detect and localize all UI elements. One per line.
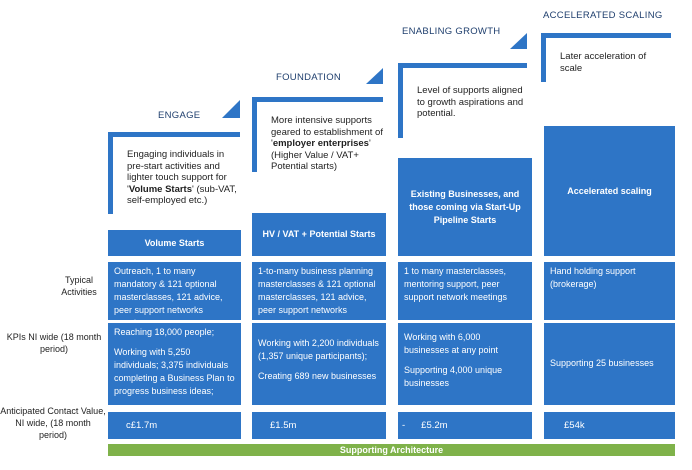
value-cell-existing-businesses: - £5.2m — [398, 412, 532, 439]
value-prefix: - — [402, 420, 406, 431]
kpi-cell-existing-businesses: Working with 6,000 businesses at any poi… — [398, 323, 532, 405]
kpi-cell-hv-vat-starts: Working with 2,200 individuals (1,357 un… — [252, 323, 386, 405]
stage-title-engage: ENGAGE — [158, 110, 201, 121]
arrow-foundation — [366, 68, 383, 84]
stage-title-enabling-growth: ENABLING GROWTH — [402, 26, 501, 37]
stage-description-engage: Engaging individuals in pre-start activi… — [127, 149, 237, 206]
activities-cell-accelerated-scaling: Hand holding support (brokerage) — [544, 262, 675, 320]
stage-description-accelerated-scaling: Later acceleration of scale — [560, 51, 647, 74]
activities-cell-hv-vat-starts: 1-to-many business planning masterclasse… — [252, 262, 386, 320]
activities-cell-existing-businesses: 1 to many masterclasses, mentoring suppo… — [398, 262, 532, 320]
column-header-hv-vat-starts: HV / VAT + Potential Starts — [252, 213, 386, 256]
kpi-cell-volume-starts: Reaching 18,000 people; Working with 5,2… — [108, 323, 241, 405]
stair-scaling — [541, 33, 671, 82]
row-label-activities: Typical Activities — [61, 275, 97, 297]
value-cell-volume-starts: c£1.7m — [108, 412, 241, 439]
value-cell-hv-vat-starts: £1.5m — [252, 412, 386, 439]
column-header-volume-starts: Volume Starts — [108, 230, 241, 256]
supporting-architecture-bar: Supporting Architecture — [108, 444, 675, 456]
column-header-accelerated-scaling: Accelerated scaling — [544, 126, 675, 256]
value-amount: £5.2m — [421, 420, 448, 431]
arrow-growth — [510, 33, 527, 49]
column-header-existing-businesses: Existing Businesses, and those coming vi… — [398, 158, 532, 256]
kpi-line: Supporting 25 businesses — [550, 358, 654, 368]
arrow-engage — [222, 100, 240, 118]
stage-description-foundation: More intensive supports geared to establ… — [271, 115, 383, 172]
kpi-cell-accelerated-scaling: Supporting 25 businesses — [544, 323, 675, 405]
stage-description-enabling-growth: Level of supports aligned to growth aspi… — [417, 85, 524, 119]
kpi-line: Reaching 18,000 people; — [114, 327, 215, 337]
activities-cell-volume-starts: Outreach, 1 to many mandatory & 121 opti… — [108, 262, 241, 328]
kpi-line: Creating 689 new businesses — [258, 371, 377, 381]
row-label-kpis: KPIs NI wide (18 month period) — [6, 332, 102, 354]
kpi-line: Working with 6,000 businesses at any poi… — [404, 332, 499, 355]
kpi-line: Working with 5,250 individuals; 3,375 in… — [114, 347, 235, 396]
value-cell-accelerated-scaling: £54k — [544, 412, 675, 439]
kpi-line: Supporting 4,000 unique businesses — [404, 365, 503, 388]
kpi-line: Working with 2,200 individuals (1,357 un… — [258, 338, 379, 361]
row-label-value: Anticipated Contact Value, NI wide, (18 … — [0, 406, 106, 440]
stage-title-foundation: FOUNDATION — [276, 72, 342, 83]
stage-title-accelerated-scaling: ACCELERATED SCALING — [543, 10, 663, 21]
